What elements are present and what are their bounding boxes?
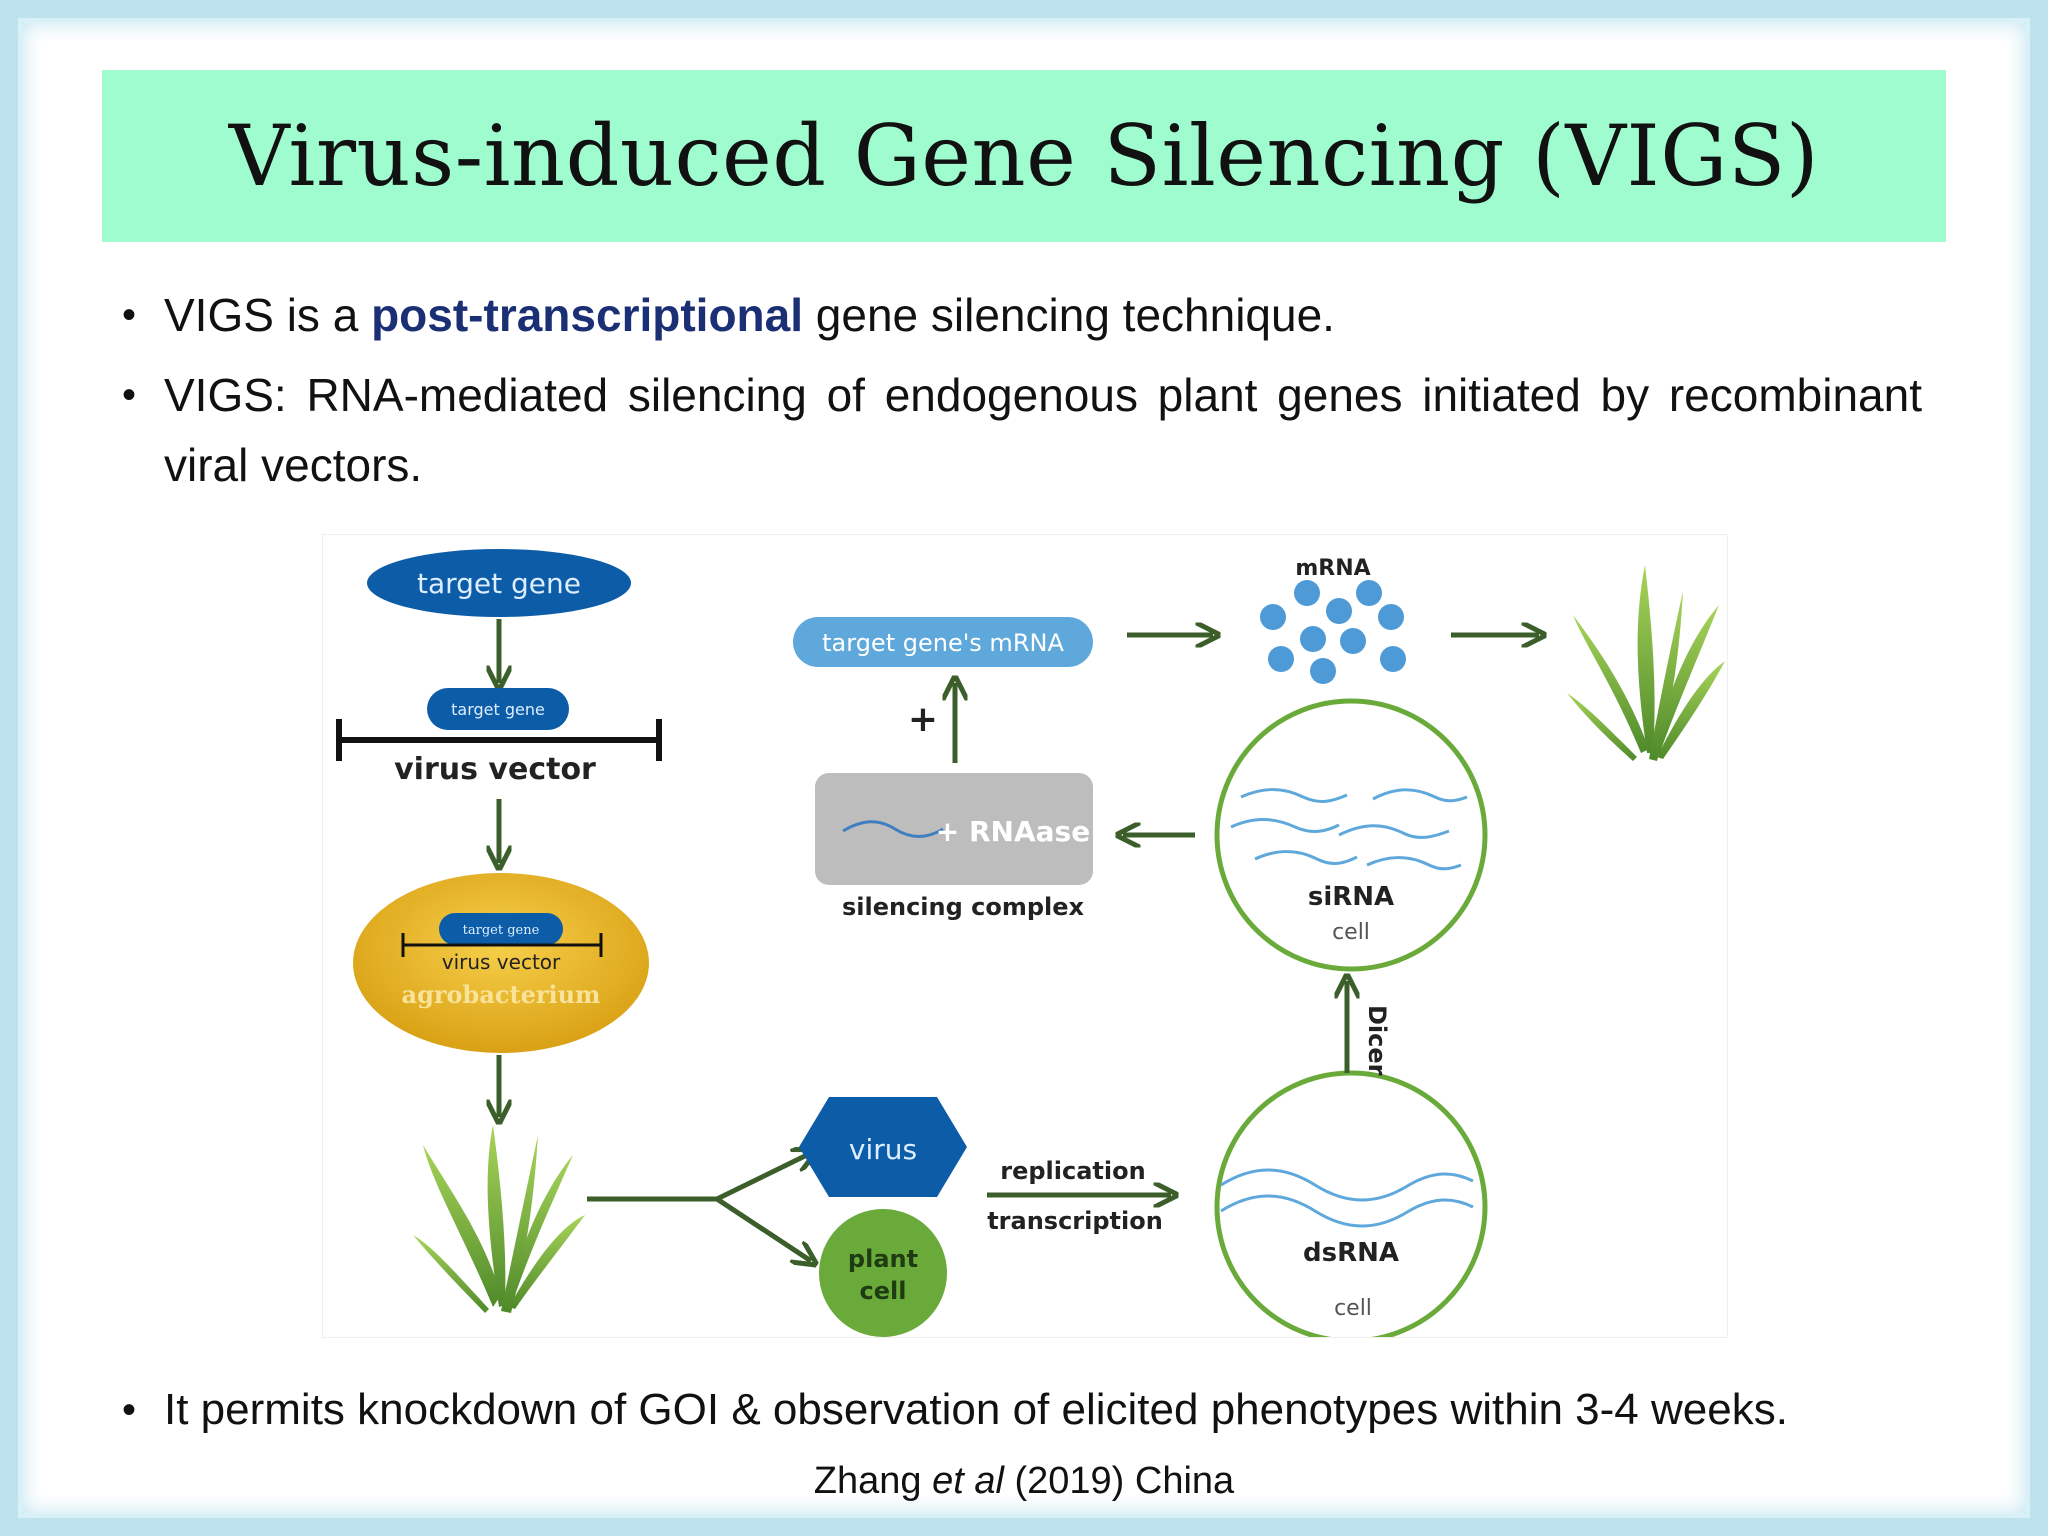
agro-virus-vector-label: virus vector [442, 950, 561, 974]
plant-cell-circle [819, 1209, 947, 1337]
small-target-gene-pill [427, 688, 569, 730]
target-mrna-pill [793, 617, 1093, 667]
mrna-label: mRNA [1295, 556, 1370, 581]
bullet-1-highlight: post-transcriptional [371, 289, 804, 341]
bullet-1-post: gene silencing technique. [803, 289, 1335, 341]
bullet-3-text: It permits knockdown of GOI & observatio… [164, 1385, 1788, 1434]
bullet-2-text: VIGS: RNA-mediated silencing of endogeno… [164, 369, 1922, 491]
plant-icon-left [413, 1125, 585, 1313]
branch-to-virus [715, 1153, 811, 1202]
replication-label: replication [1000, 1157, 1145, 1185]
plant-icon-right [1567, 565, 1725, 761]
virus-vector-label: virus vector [394, 752, 596, 787]
bullet-list: • VIGS is a post-transcriptional gene si… [122, 280, 1922, 510]
target-mrna-label: target gene's mRNA [822, 629, 1064, 657]
plant-cell-label-2: cell [860, 1277, 907, 1305]
virus-label: virus [849, 1133, 917, 1166]
transcription-label: transcription [987, 1207, 1163, 1235]
branch-to-plant-cell [715, 1196, 811, 1261]
sirna-strand-4 [1338, 824, 1450, 839]
agro-target-gene-label: target gene [463, 923, 540, 938]
bullet-1-text: VIGS is a post-transcriptional gene sile… [164, 280, 1922, 350]
bullet-1: • VIGS is a post-transcriptional gene si… [122, 280, 1922, 350]
agrobacterium-label: agrobacterium [402, 980, 601, 1009]
plant-cell-label-1: plant [848, 1245, 918, 1273]
sirna-cell-circle [1214, 698, 1488, 972]
sirna-strand-6 [1366, 856, 1462, 871]
target-gene-label: target gene [417, 567, 581, 600]
sirna-strand-3 [1230, 818, 1340, 833]
vigs-diagram-svg: target gene target gene virus vector tar… [336, 549, 1725, 1337]
bullet-dot: • [122, 293, 137, 337]
vigs-diagram: target gene target gene virus vector tar… [322, 534, 1728, 1338]
silencing-complex-label: silencing complex [842, 893, 1085, 921]
citation: Zhang et al (2019) China [0, 1460, 2048, 1503]
dsrna-strand-1 [1220, 1168, 1474, 1202]
agrobacterium-ellipse [353, 873, 649, 1053]
slide-title: Virus-induced Gene Silencing (VIGS) [228, 107, 1820, 205]
title-bar: Virus-induced Gene Silencing (VIGS) [102, 70, 1946, 242]
dsrna-cell-label: cell [1334, 1296, 1372, 1321]
mrna-dots [1260, 580, 1406, 684]
citation-et-al: et al [932, 1460, 1004, 1502]
bullet-3: • It permits knockdown of GOI & observat… [122, 1375, 1922, 1445]
sirna-strand-5 [1254, 850, 1358, 865]
silencing-complex-rna-squiggle [842, 820, 944, 838]
bullet-dot: • [122, 1388, 137, 1432]
virus-hexagon [799, 1097, 967, 1197]
sirna-label: siRNA [1308, 882, 1394, 912]
sirna-cell-label: cell [1332, 920, 1370, 945]
bullet-2: • VIGS: RNA-mediated silencing of endoge… [122, 360, 1922, 500]
bullet-1-pre: VIGS is a [164, 289, 372, 341]
dsrna-strand-2 [1220, 1194, 1474, 1228]
small-target-gene-label: target gene [451, 700, 545, 719]
citation-year-country: (2019) China [1003, 1460, 1235, 1502]
citation-author: Zhang [813, 1460, 933, 1502]
rnaase-label: + RNAase [936, 815, 1090, 848]
sirna-strand-1 [1240, 788, 1348, 803]
sirna-strand-2 [1372, 788, 1468, 803]
plus-sign: + [908, 699, 938, 740]
dsrna-label: dsRNA [1303, 1238, 1399, 1268]
agro-target-gene-pill [439, 913, 563, 945]
bullet-dot: • [122, 373, 137, 417]
target-gene-ellipse [367, 549, 631, 617]
silencing-complex-box [815, 773, 1093, 885]
dicer-label: Dicer [1363, 1005, 1391, 1076]
dsrna-cell-circle [1214, 1070, 1488, 1337]
